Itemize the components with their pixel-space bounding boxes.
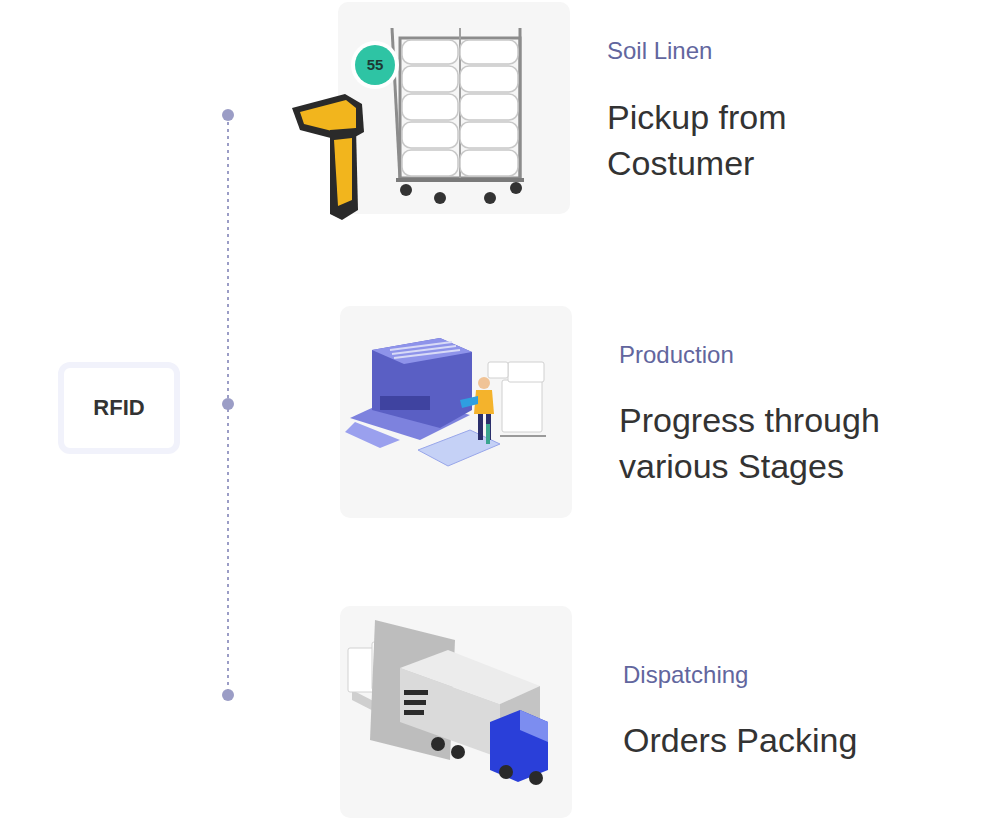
process-step: DispatchingOrders Packing [340, 606, 990, 818]
production-machine [345, 338, 546, 466]
image-cards [338, 2, 572, 818]
step-title: Progress through various Stages [619, 397, 929, 489]
box-label: RFID [93, 395, 144, 421]
process-step: Soil LinenPickup from Costumer [338, 2, 990, 216]
process-step: ProductionProgress through various Stage… [340, 306, 990, 518]
step-category: Dispatching [623, 660, 982, 690]
rfid-box: RFID [58, 362, 180, 454]
timeline [222, 109, 234, 701]
callout-badge: 55 [355, 56, 395, 74]
delivery-truck [348, 620, 548, 785]
step-title: Pickup from Costumer [607, 94, 857, 186]
count-badge [351, 41, 399, 89]
step-category: Production [619, 340, 982, 370]
step-title: Orders Packing [623, 717, 953, 763]
callout-number: 55 [367, 56, 384, 73]
step-category: Soil Linen [607, 36, 982, 66]
barcode-scanner [292, 94, 364, 220]
linen-cart [392, 28, 524, 204]
